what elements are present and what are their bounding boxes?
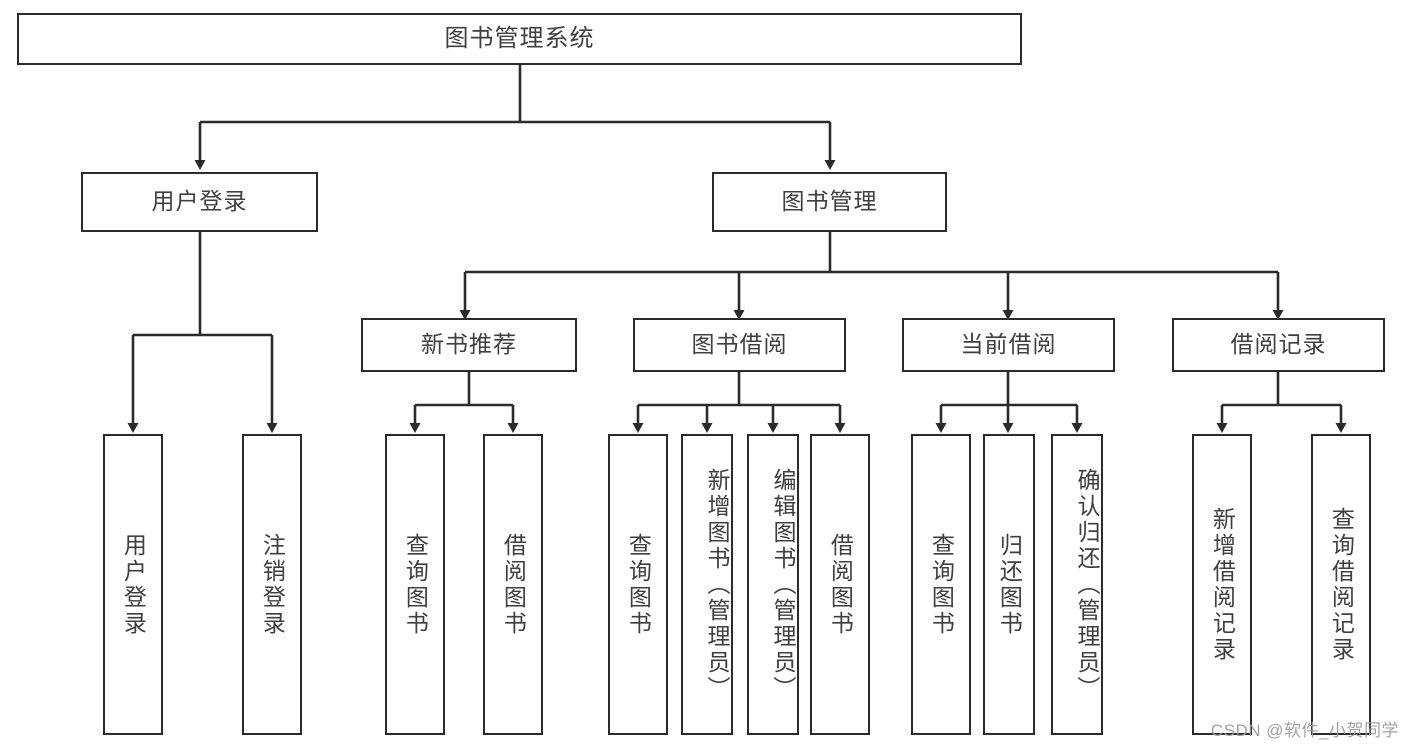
leaf-add-book[interactable]: 新增图书（管理员） [681,434,733,735]
node-label: 用户登录 [151,188,248,215]
node-book-borrow[interactable]: 图书借阅 [633,318,846,372]
leaf-query-book-1[interactable]: 查询图书 [385,434,445,735]
node-label: 借阅图书 [827,532,854,637]
leaf-add-record[interactable]: 新增借阅记录 [1192,434,1252,735]
node-book-manage[interactable]: 图书管理 [712,172,947,232]
node-label: 当前借阅 [960,331,1057,358]
node-label: 归还图书 [996,532,1023,637]
node-label: 确认归还（管理员） [1074,467,1100,702]
node-label: 查询图书 [625,532,652,637]
leaf-logout-login[interactable]: 注销登录 [242,434,302,735]
leaf-borrow-book-1[interactable]: 借阅图书 [483,434,543,735]
node-label: 查询图书 [928,532,955,637]
node-label: 查询图书 [402,532,429,637]
leaf-query-book-2[interactable]: 查询图书 [608,434,668,735]
leaf-query-book-3[interactable]: 查询图书 [911,434,971,735]
node-label: 查询借阅记录 [1328,506,1355,663]
leaf-query-record[interactable]: 查询借阅记录 [1311,434,1371,735]
node-borrow-record[interactable]: 借阅记录 [1172,318,1385,372]
leaf-user-login[interactable]: 用户登录 [103,434,163,735]
node-label: 图书管理 [781,188,878,215]
node-label: 编辑图书（管理员） [770,467,796,702]
node-label: 注销登录 [259,532,286,637]
node-current-borrow[interactable]: 当前借阅 [902,318,1115,372]
leaf-edit-book[interactable]: 编辑图书（管理员） [747,434,799,735]
leaf-confirm-return[interactable]: 确认归还（管理员） [1051,434,1103,735]
node-label: 图书管理系统 [444,24,595,52]
leaf-return-book[interactable]: 归还图书 [983,434,1035,735]
node-label: 新书推荐 [421,331,517,358]
csdn-watermark: CSDN @软件_小贺同学 [1210,721,1399,740]
node-new-book-recommend[interactable]: 新书推荐 [361,318,577,372]
node-label: 借阅图书 [500,532,527,637]
node-label: 新增图书（管理员） [704,467,730,702]
node-label: 新增借阅记录 [1209,506,1236,663]
node-label: 借阅记录 [1230,331,1327,358]
node-label: 图书借阅 [691,331,788,358]
node-root-book-management-system[interactable]: 图书管理系统 [17,13,1022,65]
node-label: 用户登录 [120,532,147,637]
leaf-borrow-book-2[interactable]: 借阅图书 [810,434,870,735]
node-user-login[interactable]: 用户登录 [81,172,318,232]
